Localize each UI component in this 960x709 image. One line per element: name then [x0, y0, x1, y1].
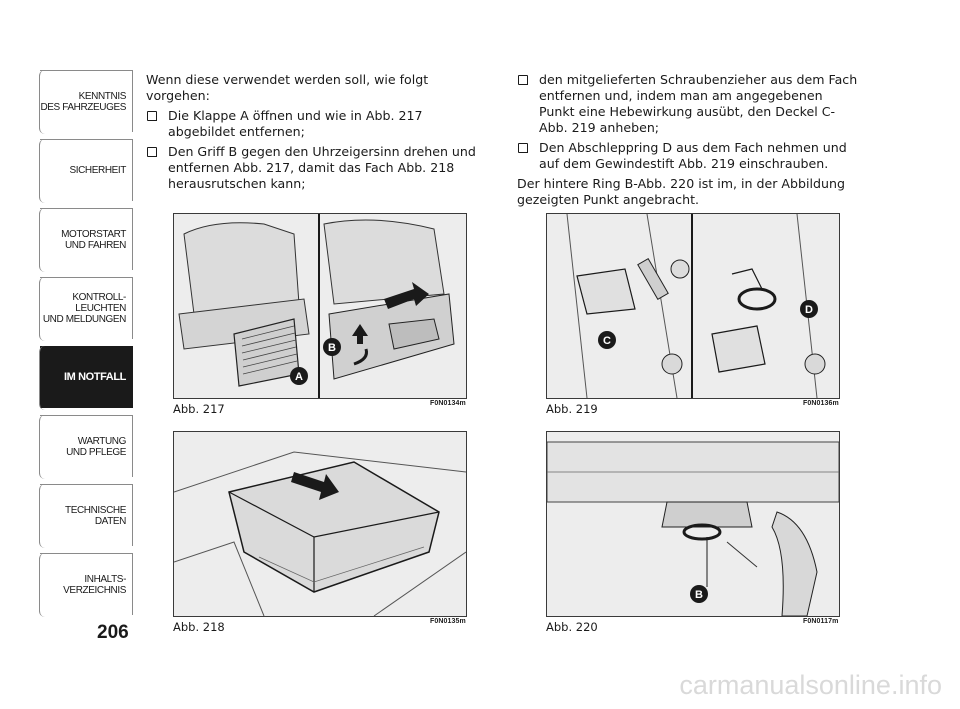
marker-b-label: B — [328, 342, 336, 354]
marker-d-label: D — [805, 304, 813, 316]
figure-219-caption: Abb. 219 — [546, 402, 598, 416]
tab-wartung-und-pflege[interactable]: WARTUNG UND PFLEGE — [39, 415, 133, 479]
list-item-text: den mitgelieferten Schraubenzieher aus d… — [539, 72, 858, 135]
list-item: Den Abschleppring D aus dem Fach nehmen … — [517, 140, 862, 172]
figure-220-image: B — [546, 431, 840, 617]
list-item-text: Die Klappe A öffnen und wie in Abb. 217 … — [168, 108, 423, 139]
figure-218-caption: Abb. 218 — [173, 620, 225, 634]
right-text-column: den mitgelieferten Schraubenzieher aus d… — [517, 72, 862, 212]
checkbox-bullet-icon — [147, 147, 157, 157]
tab-label: IM NOTFALL — [64, 371, 126, 383]
watermark: carmanualsonline.info — [679, 670, 942, 700]
marker-a-badge — [290, 367, 308, 385]
figure-219-image: C D — [546, 213, 840, 399]
tab-inhaltsverzeichnis[interactable]: INHALTS- VERZEICHNIS — [39, 553, 133, 617]
outro-paragraph: Der hintere Ring B-Abb. 220 ist im, in d… — [517, 176, 845, 207]
figure-217-image: A B — [173, 213, 467, 399]
left-text-column: Wenn diese verwendet werden soll, wie fo… — [146, 72, 491, 196]
tab-label: SICHERHEIT — [69, 165, 126, 176]
intro-paragraph: Wenn diese verwendet werden soll, wie fo… — [146, 72, 429, 103]
marker-c-label: C — [603, 335, 611, 347]
tab-kontrollleuchten-und-meldungen[interactable]: KONTROLL- LEUCHTEN UND MELDUNGEN — [39, 277, 133, 341]
tab-label: KENNTNIS — [78, 90, 127, 102]
figure-218-code: F0N0135m — [430, 618, 466, 625]
figure-217-caption: Abb. 217 — [173, 402, 225, 416]
figure-219-code: F0N0136m — [803, 400, 839, 407]
tab-label: WARTUNG — [77, 435, 127, 447]
marker-b-label: B — [695, 589, 703, 601]
marker-b-badge — [323, 338, 341, 356]
tab-motorstart-und-fahren[interactable]: MOTORSTART UND FAHREN — [39, 208, 133, 272]
marker-a-label: A — [295, 371, 303, 383]
figure-217-code: F0N0134m — [430, 400, 466, 407]
list-item: den mitgelieferten Schraubenzieher aus d… — [517, 72, 862, 136]
tab-label: LEUCHTEN — [75, 303, 126, 314]
marker-c-badge — [598, 331, 616, 349]
tab-label: INHALTS- — [84, 573, 126, 585]
tab-label: UND MELDUNGEN — [42, 314, 127, 325]
checkbox-bullet-icon — [518, 143, 528, 153]
checkbox-bullet-icon — [518, 75, 528, 85]
tab-technische-daten[interactable]: TECHNISCHE DATEN — [39, 484, 133, 548]
list-item: Die Klappe A öffnen und wie in Abb. 217 … — [146, 108, 491, 140]
tab-sicherheit[interactable]: SICHERHEIT — [39, 139, 133, 203]
tab-label: MOTORSTART — [61, 228, 126, 240]
page-number: 206 — [97, 622, 129, 643]
checkbox-bullet-icon — [147, 111, 157, 121]
tab-label: UND PFLEGE — [66, 446, 126, 458]
list-item: Den Griff B gegen den Uhrzeigersinn dreh… — [146, 144, 491, 192]
tab-kenntnis-des-fahrzeuges[interactable]: KENNTNIS DES FAHRZEUGES — [39, 70, 133, 134]
marker-d-badge — [800, 300, 818, 318]
tab-label: VERZEICHNIS — [63, 584, 126, 596]
list-item-text: Den Griff B gegen den Uhrzeigersinn dreh… — [168, 144, 476, 191]
figure-220-code: F0N0117m — [803, 618, 839, 625]
figure-218-image — [173, 431, 467, 617]
tab-im-notfall[interactable]: IM NOTFALL — [39, 346, 133, 410]
tab-label: UND FAHREN — [64, 239, 126, 251]
tab-label: TECHNISCHE — [64, 504, 126, 516]
marker-b-badge — [690, 585, 708, 603]
list-item-text: Den Abschleppring D aus dem Fach nehmen … — [539, 140, 847, 171]
tab-label: DES FAHRZEUGES — [40, 101, 126, 113]
tab-label: KONTROLL- — [72, 292, 126, 303]
figure-220-caption: Abb. 220 — [546, 620, 598, 634]
tab-label: DATEN — [94, 515, 127, 527]
